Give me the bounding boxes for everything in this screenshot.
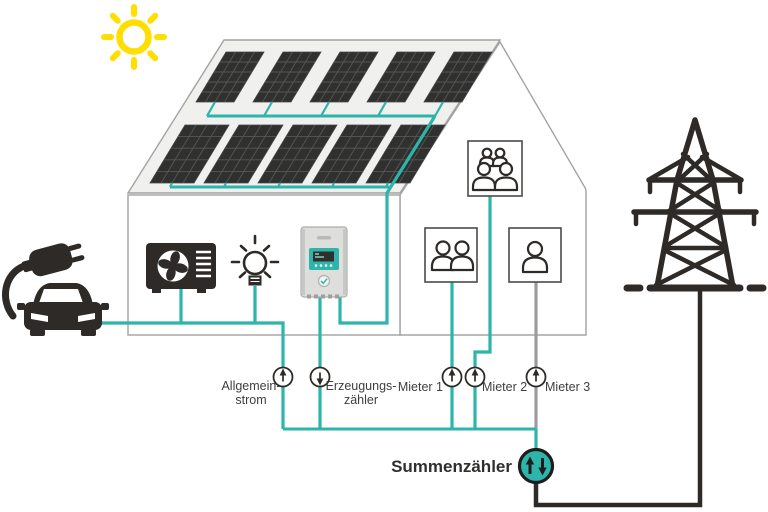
one-tenant-icon: [508, 227, 562, 283]
label-erzeugungszaehler-line1: Erzeugungs-: [326, 379, 397, 393]
two-tenants-icon: [424, 227, 478, 283]
label-summenzaehler: Summenzähler: [391, 457, 512, 476]
mieter2-wire: [473, 196, 492, 429]
label-allgemeinstrom-line2: strom: [235, 393, 266, 407]
car-icon: [17, 283, 109, 336]
general-supply-wire: [100, 321, 285, 429]
wires: [100, 196, 703, 508]
power-tower-icon: [623, 117, 767, 292]
pv-to-inverter-wire: [338, 115, 437, 325]
ev-charging-icon: [2, 243, 109, 336]
meter-allgemeinstrom: [272, 366, 294, 388]
grid-connection-wire: [533, 291, 703, 508]
meter-mieter2: [464, 366, 486, 388]
meter-erzeugungszaehler: [309, 366, 331, 388]
label-allgemeinstrom-line1: Allgemein-: [221, 379, 280, 393]
meter-mieter1: [441, 366, 463, 388]
label-mieter2: Mieter 2: [482, 380, 527, 394]
roof-wiring: [169, 101, 444, 325]
heat-pump-icon: [146, 243, 216, 293]
family-icon: [467, 140, 523, 197]
charging-cable: [2, 262, 28, 320]
light-bulb-icon: [230, 234, 280, 286]
label-mieter1: Mieter 1: [398, 380, 443, 394]
summenzaehler-meter: [517, 447, 555, 485]
label-mieter3: Mieter 3: [545, 380, 590, 394]
sun-icon: [101, 4, 167, 70]
meter-mieter3: [525, 366, 547, 388]
inverter-icon: [300, 226, 348, 299]
label-erzeugungszaehler-line2: zähler: [344, 393, 378, 407]
